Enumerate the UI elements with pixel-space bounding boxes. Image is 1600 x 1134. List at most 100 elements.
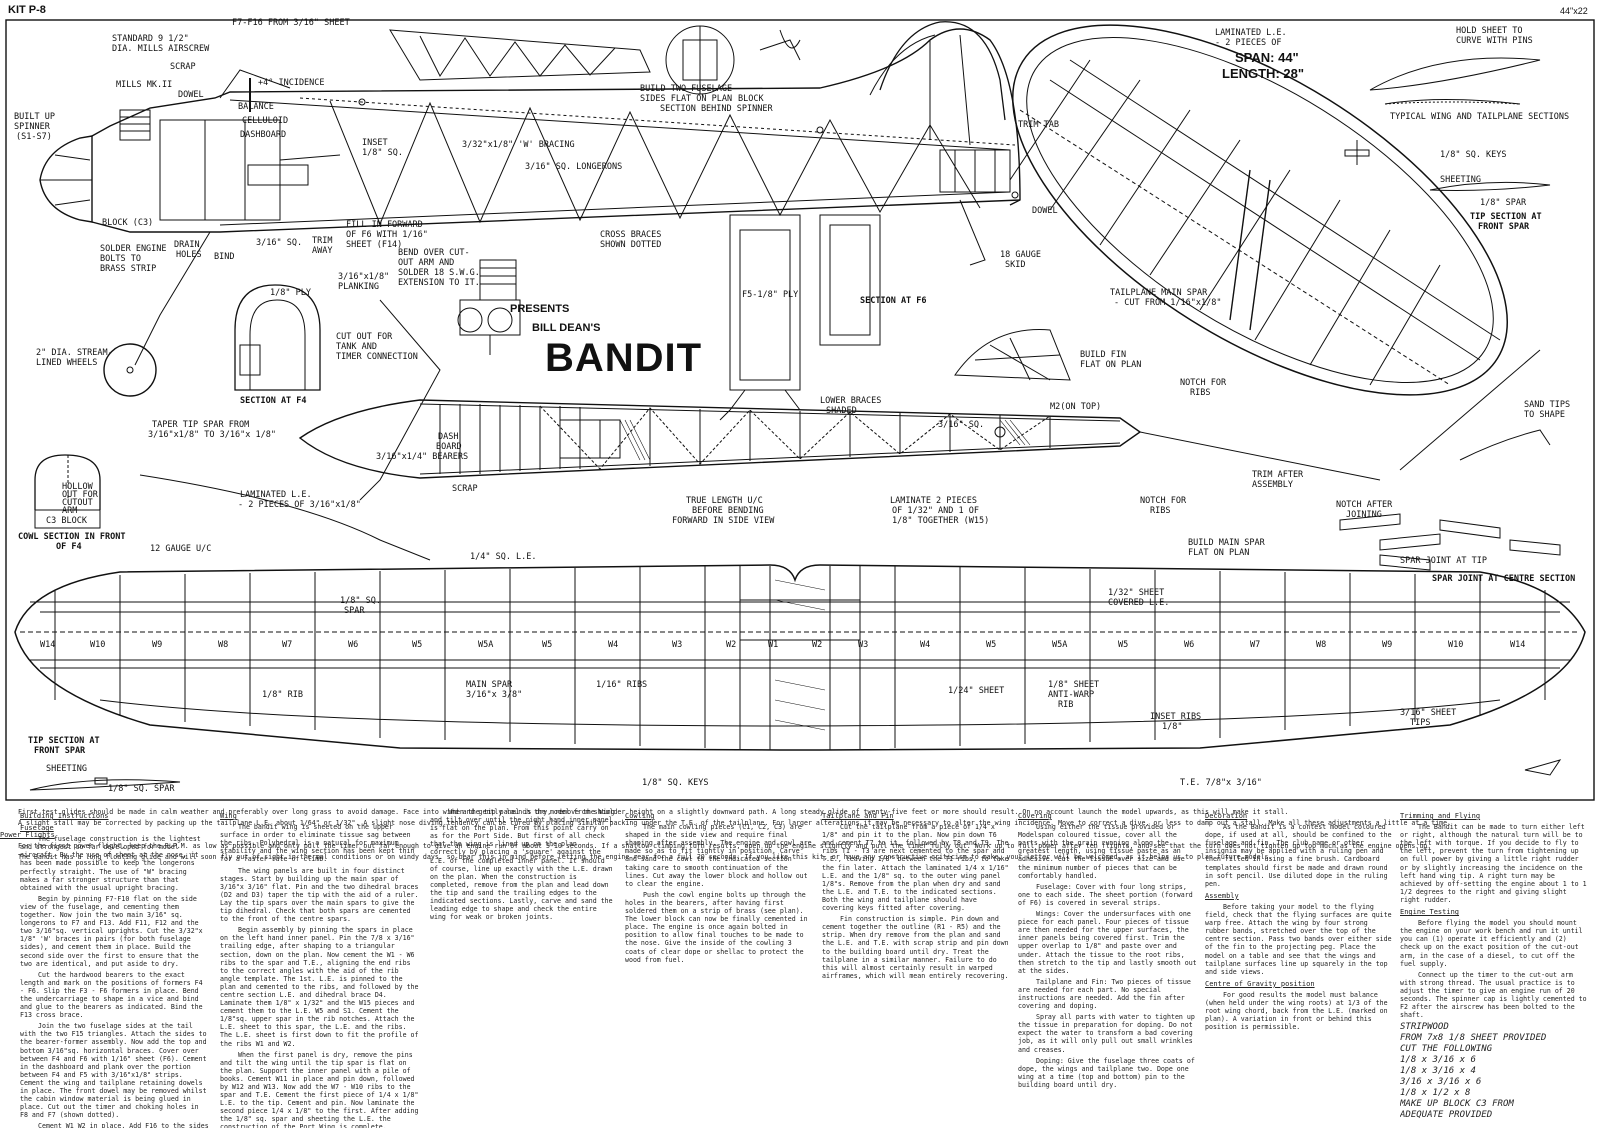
instruction-paragraph: The bandit wing is sheeted on the upper … bbox=[220, 823, 415, 864]
note-mills: MILLS MK.II bbox=[116, 80, 173, 90]
handwritten-note: MAKE UP BLOCK C3 FROM bbox=[1400, 1099, 1514, 1110]
note-dowel-2: DOWEL bbox=[1032, 206, 1058, 216]
note-build-fin: BUILD FIN bbox=[1080, 350, 1127, 360]
note-trim-away-2: AWAY bbox=[312, 246, 333, 256]
instruction-column: First test glides should be made in calm… bbox=[0, 808, 1451, 1128]
instruction-paragraph: Cut the tailplane from a piece of 1/4 x … bbox=[822, 823, 1009, 913]
note-f7-f16: F7-F16 FROM 3/16" SHEET bbox=[232, 18, 350, 28]
note-built-up: BUILT UP bbox=[14, 112, 55, 122]
note-longerons: 3/16" SQ. LONGERONS bbox=[525, 162, 623, 172]
note-lower-braces-2: SHADED bbox=[826, 406, 857, 416]
wing-rib-label: W7 bbox=[1250, 640, 1261, 650]
note-hollow: HOLLOW bbox=[62, 482, 93, 492]
note-laminate-3c: 1/8" TOGETHER (W15) bbox=[892, 516, 990, 526]
instruction-paragraph: Fin construction is simple. Pin down and… bbox=[822, 915, 1009, 980]
instruction-paragraph: Wings: Cover the undersurfaces with one … bbox=[1018, 910, 1197, 975]
note-sheet24: 1/24" SHEET bbox=[948, 686, 1005, 696]
note-cross-braces-2: SHOWN DOTTED bbox=[600, 240, 662, 250]
plan-size: 44"x22 bbox=[1560, 6, 1588, 16]
note-true-length-2: BEFORE BENDING bbox=[692, 506, 764, 516]
note-dowel: DOWEL bbox=[178, 90, 204, 100]
note-antiwarp: 1/8" SHEET bbox=[1048, 680, 1100, 690]
note-board: BOARD bbox=[436, 442, 462, 452]
handwritten-note: STRIPWOOD bbox=[1400, 1022, 1449, 1033]
note-spar-joint-tip: SPAR JOINT AT TIP bbox=[1400, 556, 1487, 566]
note-bend-over-4: EXTENSION TO IT. bbox=[398, 278, 480, 288]
note-sq-spar: 1/8" SQ. bbox=[340, 596, 381, 606]
instruction-heading: Assembly bbox=[1205, 891, 1239, 900]
section-f6 bbox=[819, 214, 881, 346]
instruction-paragraph: Before flying the model you should mount… bbox=[1400, 919, 1583, 968]
former-f5 bbox=[719, 214, 801, 421]
section-f4 bbox=[234, 284, 321, 391]
note-hold-sheet: HOLD SHEET TO bbox=[1456, 26, 1523, 36]
wing-rib-label: W3 bbox=[858, 640, 869, 650]
note-solder: SOLDER ENGINE bbox=[100, 244, 167, 254]
note-sheeting: SHEETING bbox=[1440, 175, 1481, 185]
caption-section-f4: SECTION AT F4 bbox=[240, 396, 307, 406]
note-notch-ribs-b2: RIBS bbox=[1150, 506, 1171, 516]
wing-rib-label: W8 bbox=[1316, 640, 1327, 650]
instruction-paragraph: For the first power flight, keep the R.P… bbox=[18, 842, 1432, 851]
length-label: LENGTH: 28" bbox=[1222, 66, 1305, 81]
wing-rib-label: W7 bbox=[282, 640, 293, 650]
instruction-heading: Covering bbox=[1018, 812, 1052, 820]
note-skid-2: SKID bbox=[1005, 260, 1026, 270]
note-build-two-2: SIDES FLAT ON PLAN bbox=[640, 94, 733, 104]
note-laminate-3: LAMINATE 2 PIECES bbox=[890, 496, 977, 506]
cowl-section bbox=[34, 454, 101, 529]
note-airscrew-2: DIA. MILLS AIRSCREW bbox=[112, 44, 210, 54]
spinner-section bbox=[665, 25, 801, 95]
note-notch-joining-2: JOINING bbox=[1346, 510, 1382, 520]
instruction-paragraph: The fuselage construction is the lightes… bbox=[20, 835, 201, 892]
instruction-heading: Building Instructions bbox=[20, 812, 109, 820]
wing-rib-label: W6 bbox=[348, 640, 359, 650]
wing-rib-label: W9 bbox=[152, 640, 163, 650]
note-block-c3: BLOCK (C3) bbox=[102, 218, 154, 228]
handwritten-note: 3/16 x 3/16 x 6 bbox=[1400, 1077, 1482, 1088]
note-bend-over-2: OUT ARM AND bbox=[398, 258, 455, 268]
note-fill-f6-2: OF F6 WITH 1/16" bbox=[346, 230, 428, 240]
note-sq-le: 1/4" SQ. L.E. bbox=[470, 552, 537, 562]
note-main-spar-2: 3/16"x 3/8" bbox=[466, 690, 523, 700]
instruction-paragraph: Begin assembly by pinning the spars in p… bbox=[220, 926, 419, 1048]
instruction-heading: Engine Testing bbox=[1400, 908, 1460, 917]
note-sheet-tips-2: TIPS bbox=[1410, 718, 1431, 728]
note-wheels-2: LINED WHEELS bbox=[36, 358, 98, 368]
tailplane-plan bbox=[1009, 24, 1508, 396]
instruction-paragraph: Fuselage: Cover with four long strips, o… bbox=[1018, 882, 1193, 907]
tip-section-front-spar bbox=[29, 779, 181, 791]
note-sheet-le: 1/32" SHEET bbox=[1108, 588, 1165, 598]
instruction-heading: Cowling bbox=[625, 812, 655, 820]
note-laminated: LAMINATED L.E. bbox=[1215, 28, 1287, 38]
note-sheet-le-2: COVERED L.E. bbox=[1108, 598, 1170, 608]
caption-cowl-section: COWL SECTION IN FRONT bbox=[18, 532, 126, 542]
wing-rib-label: W2 bbox=[812, 640, 823, 650]
note-drain-2: HOLES bbox=[176, 250, 202, 260]
wing-rib-label: W8 bbox=[218, 640, 229, 650]
wing-rib-label: W2 bbox=[726, 640, 737, 650]
wing-rib-label: W14 bbox=[40, 640, 56, 650]
note-build-spar-2: FLAT ON PLAN bbox=[1188, 548, 1250, 558]
instruction-paragraph: Begin by pinning F7-F10 flat on the side… bbox=[20, 894, 203, 968]
note-inset: INSET bbox=[362, 138, 388, 148]
note-spinner-sub: (S1-S7) bbox=[16, 132, 52, 142]
note-fill-f6-3: SHEET (F14) bbox=[346, 240, 403, 250]
note-build-spar: BUILD MAIN SPAR bbox=[1188, 538, 1265, 548]
wing-rib-label: W5A bbox=[478, 640, 494, 650]
note-te: T.E. 7/8"x 3/16" bbox=[1180, 778, 1262, 788]
note-celluloid: CELLULOID bbox=[242, 116, 289, 126]
uc-wire-main bbox=[139, 474, 431, 561]
note-main-spar: MAIN SPAR bbox=[466, 680, 513, 690]
note-rib: 1/8" RIB bbox=[262, 690, 303, 700]
wing-rib-label: W5 bbox=[542, 640, 553, 650]
tip-spar bbox=[1399, 349, 1541, 471]
wing-rib-label: W10 bbox=[1448, 640, 1464, 650]
fin-plan bbox=[954, 329, 1071, 381]
note-bend-over: BEND OVER CUT- bbox=[398, 248, 470, 258]
